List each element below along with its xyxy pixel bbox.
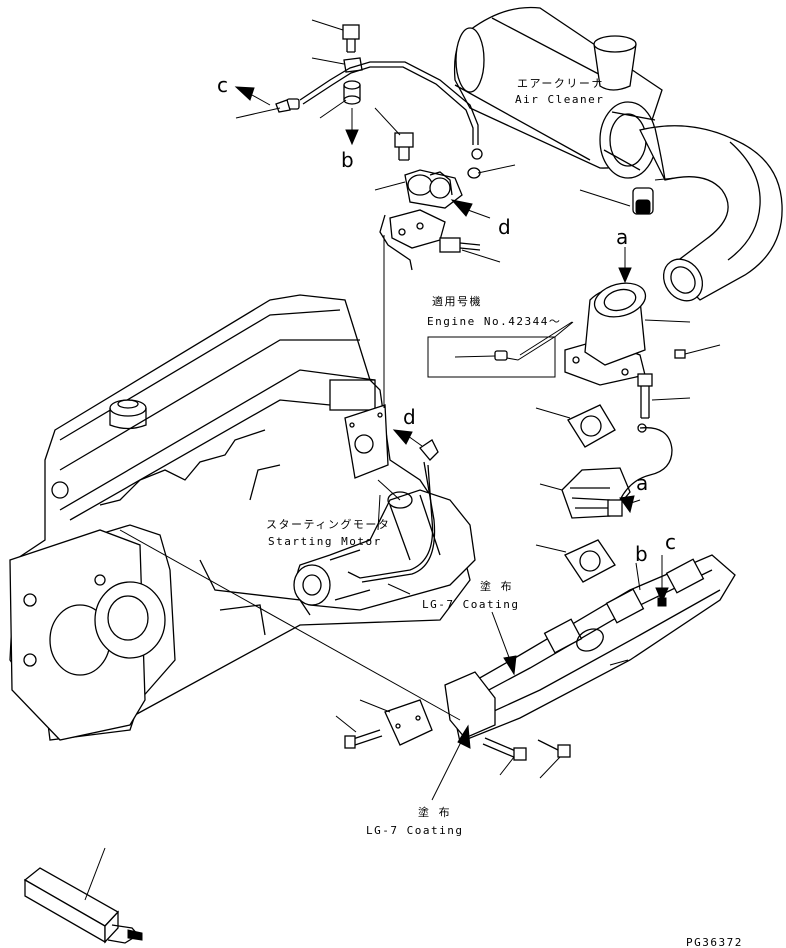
arrow-a-top xyxy=(618,247,632,284)
coating-label-en-2: LG-7 Coating xyxy=(366,824,463,837)
arrow-a-side xyxy=(619,495,641,514)
starting-motor-label-en: Starting Motor xyxy=(268,535,382,548)
ref-label-b-top: b xyxy=(341,148,354,172)
motor-wire[interactable] xyxy=(347,439,439,583)
leader-coating-1 xyxy=(387,583,411,595)
starting-motor-label-jp: スターティングモータ xyxy=(266,517,390,531)
sensor-harness-top[interactable] xyxy=(235,61,483,160)
small-nut[interactable] xyxy=(467,164,516,179)
arrow-d-side xyxy=(392,429,423,447)
ref-label-b-side: b xyxy=(635,542,648,566)
arrow-coating-top xyxy=(491,611,517,676)
arrow-c-side xyxy=(655,555,669,604)
gasket-lower[interactable] xyxy=(535,539,616,583)
ref-label-a-side: a xyxy=(636,471,648,495)
arrow-b-top xyxy=(345,108,359,146)
coating-label-jp-2: 塗 布 xyxy=(418,805,451,819)
bolt-top-2[interactable] xyxy=(374,107,414,161)
relay-bracket[interactable] xyxy=(379,209,446,271)
engine-block xyxy=(9,294,471,741)
intake-manifold[interactable] xyxy=(444,554,736,743)
arrow-d-top xyxy=(450,199,491,219)
spacer[interactable] xyxy=(319,80,361,119)
gasket-upper[interactable] xyxy=(535,404,616,448)
bolt-top-1[interactable] xyxy=(311,19,360,53)
ref-label-c-top: c xyxy=(217,73,228,97)
applicable-label-jp: 適用号機 xyxy=(432,294,482,308)
bracket-bolt[interactable] xyxy=(439,237,501,263)
exhaust-flange xyxy=(344,404,389,479)
leader-starting-motor xyxy=(377,494,381,531)
manifold-bolt-left[interactable] xyxy=(335,715,383,749)
clip-top[interactable] xyxy=(311,57,363,73)
relay-top[interactable] xyxy=(374,169,463,209)
air-intake-hose[interactable] xyxy=(639,125,783,309)
bolt-right-upper[interactable] xyxy=(637,373,691,419)
engine-number-label: Engine No.42344～ xyxy=(427,315,561,328)
applicable-note: 適用号機 Engine No.42344～ xyxy=(427,294,574,378)
heater-wire[interactable] xyxy=(619,423,673,501)
drawing-number: PG36372 xyxy=(686,936,743,948)
manifold-bolt-right[interactable] xyxy=(537,739,571,779)
coating-label-jp-1: 塗 布 xyxy=(480,579,513,593)
air-cleaner-label-en: Air Cleaner xyxy=(515,93,604,106)
starting-motor[interactable] xyxy=(293,489,476,611)
ref-label-d-side: d xyxy=(403,405,416,429)
manifold-bolt-mid[interactable] xyxy=(482,737,527,776)
ref-label-a-top: a xyxy=(616,225,628,249)
air-cleaner-label-jp: エアークリーナ xyxy=(517,77,604,90)
arrow-c-top xyxy=(234,86,271,106)
cover-plate[interactable] xyxy=(359,699,433,746)
air-cleaner[interactable] xyxy=(453,6,663,215)
arrow-coating-bottom xyxy=(431,724,471,801)
coating-label-en-1: LG-7 Coating xyxy=(422,598,519,611)
reference-lines xyxy=(119,235,573,721)
ref-label-c-side: c xyxy=(665,530,676,554)
ref-label-d-top: d xyxy=(498,215,511,239)
tool-icon xyxy=(23,847,143,944)
arrow-b-side xyxy=(635,562,641,591)
heater-relay[interactable] xyxy=(539,467,631,519)
